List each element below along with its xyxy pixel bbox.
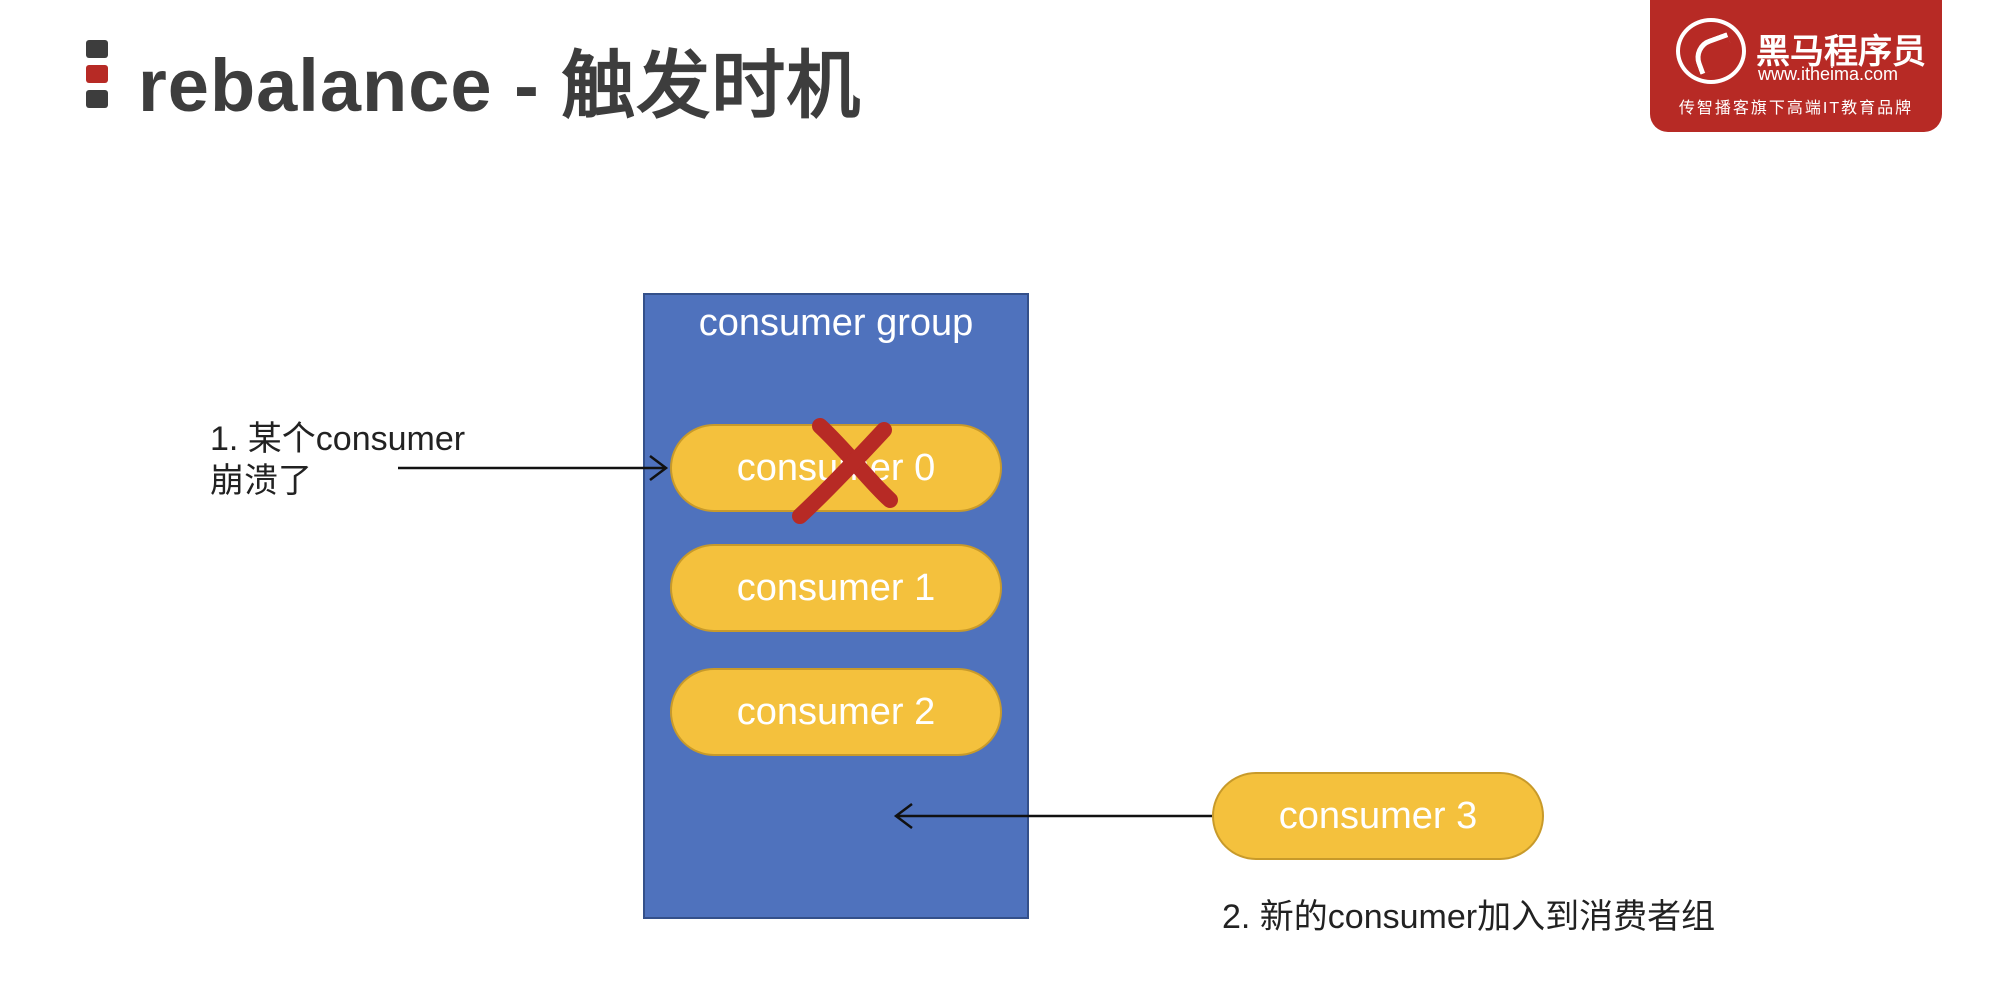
- logo-url: www.itheima.com: [1758, 64, 1899, 84]
- consumer-3: consumer 3: [1212, 772, 1544, 860]
- crash-arrow: [398, 455, 669, 481]
- logo-slogan: 传智播客旗下高端IT教育品牌: [1678, 100, 1914, 117]
- page-title: rebalance - 触发时机: [138, 44, 862, 127]
- consumer-2: consumer 2: [670, 668, 1002, 756]
- join-arrow: [893, 803, 1212, 829]
- title-accent-bar: [86, 40, 112, 115]
- note-crash-line2: 崩溃了: [210, 462, 312, 500]
- logo-name: 黑马程序员: [1756, 33, 1926, 71]
- note-crash-line1: 1. 某个consumer: [210, 420, 466, 458]
- horse-logo-icon: [1676, 18, 1746, 84]
- consumer-group-label: consumer group: [698, 302, 974, 344]
- consumer-1: consumer 1: [670, 544, 1002, 632]
- note-join: 2. 新的consumer加入到消费者组: [1222, 898, 1716, 936]
- brand-logo: 黑马程序员 www.itheima.com 传智播客旗下高端IT教育品牌: [1650, 0, 1942, 132]
- crash-x-icon: [792, 418, 898, 524]
